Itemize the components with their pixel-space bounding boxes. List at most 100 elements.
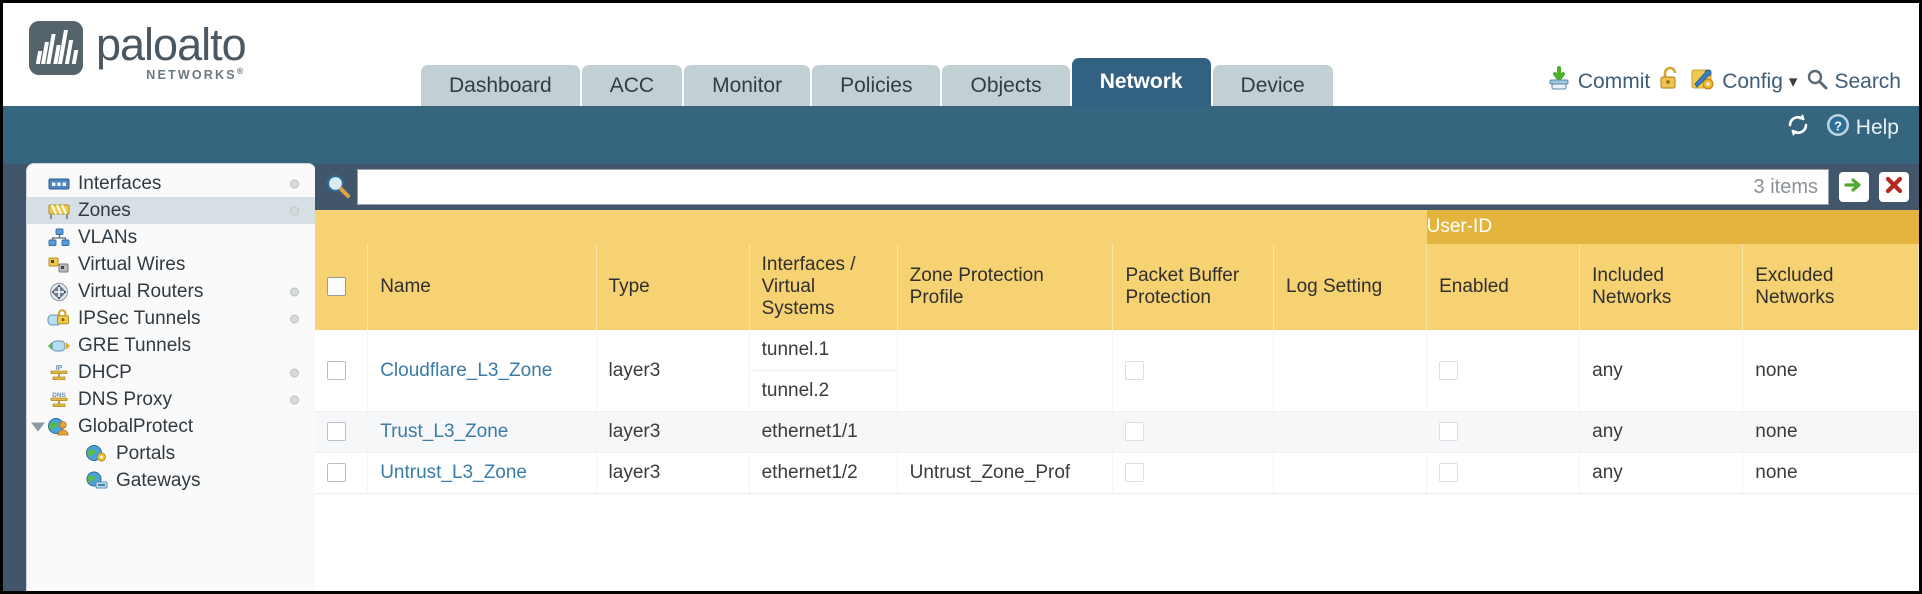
twisty-expanded-icon[interactable]	[31, 422, 45, 431]
cell-excluded-networks: none	[1742, 330, 1919, 412]
column-header-zone-protection-profile[interactable]: Zone Protection Profile	[897, 244, 1114, 330]
sidebar-item-virtual-wires[interactable]: Virtual Wires	[27, 251, 315, 278]
search-button[interactable]: Search	[1806, 68, 1901, 96]
search-magnifier-icon	[1806, 68, 1828, 96]
zones-table-container: User-ID Name Type Interfaces / Virtual S…	[315, 210, 1919, 591]
logo-tagline: NETWORKS®	[146, 66, 246, 83]
chevron-down-icon[interactable]: ▾	[1788, 72, 1798, 91]
tab-monitor[interactable]: Monitor	[684, 65, 811, 106]
unlock-icon	[1659, 66, 1681, 98]
ipsec-tunnels-icon	[47, 308, 71, 329]
packet-buffer-protection-checkbox[interactable]	[1125, 422, 1145, 442]
column-header-included-networks[interactable]: Included Networks	[1579, 244, 1744, 330]
packet-buffer-protection-checkbox[interactable]	[1125, 463, 1145, 483]
sidebar-item-virtual-routers[interactable]: Virtual Routers	[27, 278, 315, 305]
column-header-name[interactable]: Name	[367, 244, 597, 330]
sidebar-item-vlans[interactable]: VLANs	[27, 224, 315, 251]
tab-acc[interactable]: ACC	[581, 65, 683, 106]
cell-userid-enabled	[1426, 452, 1581, 494]
sidebar-item-label: Gateways	[116, 469, 201, 491]
zones-table: User-ID Name Type Interfaces / Virtual S…	[315, 210, 1919, 494]
sidebar-item-interfaces[interactable]: Interfaces	[27, 170, 315, 197]
dhcp-icon: IP	[47, 363, 71, 383]
virtual-wires-icon	[47, 255, 71, 275]
sidebar-item-dhcp[interactable]: IP DHCP	[27, 359, 315, 386]
sidebar-item-dns-proxy[interactable]: DNS DNS Proxy	[27, 386, 315, 413]
zone-name-link[interactable]: Trust_L3_Zone	[380, 421, 509, 442]
gre-tunnels-icon	[47, 336, 71, 356]
tab-objects[interactable]: Objects	[942, 65, 1070, 106]
globalprotect-icon	[47, 417, 71, 437]
row-select-checkbox[interactable]	[327, 463, 346, 483]
refresh-icon[interactable]	[1785, 112, 1811, 144]
logo-wordmark: paloalto	[96, 19, 247, 70]
search-label: Search	[1834, 70, 1901, 93]
status-dot	[290, 179, 299, 188]
sidebar-item-label: Interfaces	[78, 172, 162, 194]
sidebar-item-label: DNS Proxy	[78, 388, 172, 410]
column-header-enabled[interactable]: Enabled	[1426, 244, 1581, 330]
sidebar-item-portals[interactable]: Portals	[27, 440, 315, 467]
sidebar-item-ipsec-tunnels[interactable]: IPSec Tunnels	[27, 305, 315, 332]
cell-userid-enabled	[1426, 411, 1581, 453]
column-header-type[interactable]: Type	[596, 244, 750, 330]
sidebar-item-zones[interactable]: Zones	[27, 197, 315, 224]
help-button[interactable]: ? Help	[1825, 112, 1899, 144]
sidebar-item-globalprotect[interactable]: GlobalProtect	[27, 413, 315, 440]
table-row[interactable]: Trust_L3_Zone layer3 ethernet1/1	[315, 411, 1919, 453]
svg-text:?: ?	[1834, 119, 1842, 134]
select-all-checkbox[interactable]	[327, 277, 346, 297]
zone-name-link[interactable]: Cloudflare_L3_Zone	[380, 359, 553, 381]
row-select-cell	[315, 452, 369, 494]
unlock-button[interactable]	[1659, 66, 1681, 98]
row-select-checkbox[interactable]	[327, 422, 346, 442]
packet-buffer-protection-checkbox[interactable]	[1125, 360, 1145, 380]
status-dot	[290, 287, 299, 296]
tab-policies[interactable]: Policies	[812, 65, 941, 106]
main-nav-tabs: Dashboard ACC Monitor Policies Objects N…	[421, 58, 1333, 106]
table-row[interactable]: Cloudflare_L3_Zone layer3 tunnel.1 tunne…	[315, 330, 1919, 412]
userid-enabled-checkbox[interactable]	[1439, 360, 1459, 380]
content-panel: 3 items	[315, 164, 1919, 591]
zone-name-link[interactable]: Untrust_L3_Zone	[380, 462, 528, 483]
status-dot	[290, 206, 299, 215]
cell-name: Trust_L3_Zone	[367, 411, 597, 453]
gateways-icon	[85, 471, 109, 491]
row-select-checkbox[interactable]	[327, 360, 346, 380]
tab-dashboard[interactable]: Dashboard	[421, 65, 580, 106]
column-header-log-setting[interactable]: Log Setting	[1273, 244, 1428, 330]
tab-network[interactable]: Network	[1071, 58, 1211, 106]
group-header-user-id: User-ID	[1426, 210, 1919, 244]
paloalto-logo-mark-icon	[29, 21, 83, 75]
sidebar-item-label: IPSec Tunnels	[78, 307, 201, 329]
cell-type: layer3	[596, 411, 750, 453]
cell-log-setting	[1273, 330, 1428, 412]
search-input[interactable]	[358, 171, 1754, 203]
cell-packet-buffer-protection	[1112, 330, 1275, 412]
search-field-container[interactable]: 3 items	[357, 169, 1829, 205]
header-action-group: Commit	[1546, 66, 1901, 98]
column-header-interfaces-virtual-systems[interactable]: Interfaces / Virtual Systems	[749, 244, 898, 330]
tab-device[interactable]: Device	[1212, 65, 1333, 106]
clear-filter-button[interactable]	[1879, 172, 1909, 202]
cell-zone-protection-profile	[897, 330, 1114, 412]
table-group-header-row: User-ID	[315, 210, 1919, 244]
commit-button[interactable]: Commit	[1546, 66, 1650, 98]
config-icon	[1690, 66, 1716, 98]
config-menu-button[interactable]: Config ▾	[1690, 66, 1797, 98]
dns-proxy-icon: DNS	[47, 390, 71, 410]
column-header-packet-buffer-protection[interactable]: Packet Buffer Protection	[1112, 244, 1275, 330]
svg-text:DNS: DNS	[52, 392, 66, 399]
select-all-header	[315, 244, 369, 330]
table-row[interactable]: Untrust_L3_Zone layer3 ethernet1/2 Untru…	[315, 452, 1919, 494]
cell-interfaces: tunnel.1 tunnel.2	[749, 330, 898, 412]
userid-enabled-checkbox[interactable]	[1439, 422, 1459, 442]
userid-enabled-checkbox[interactable]	[1439, 463, 1459, 483]
sidebar-item-gre-tunnels[interactable]: GRE Tunnels	[27, 332, 315, 359]
sidebar-item-gateways[interactable]: Gateways	[27, 467, 315, 494]
apply-arrow-icon	[1843, 174, 1865, 201]
apply-filter-button[interactable]	[1839, 172, 1869, 202]
sidebar-item-label: VLANs	[78, 226, 138, 248]
column-header-excluded-networks[interactable]: Excluded Networks	[1742, 244, 1919, 330]
cell-interfaces: ethernet1/2	[749, 452, 898, 494]
